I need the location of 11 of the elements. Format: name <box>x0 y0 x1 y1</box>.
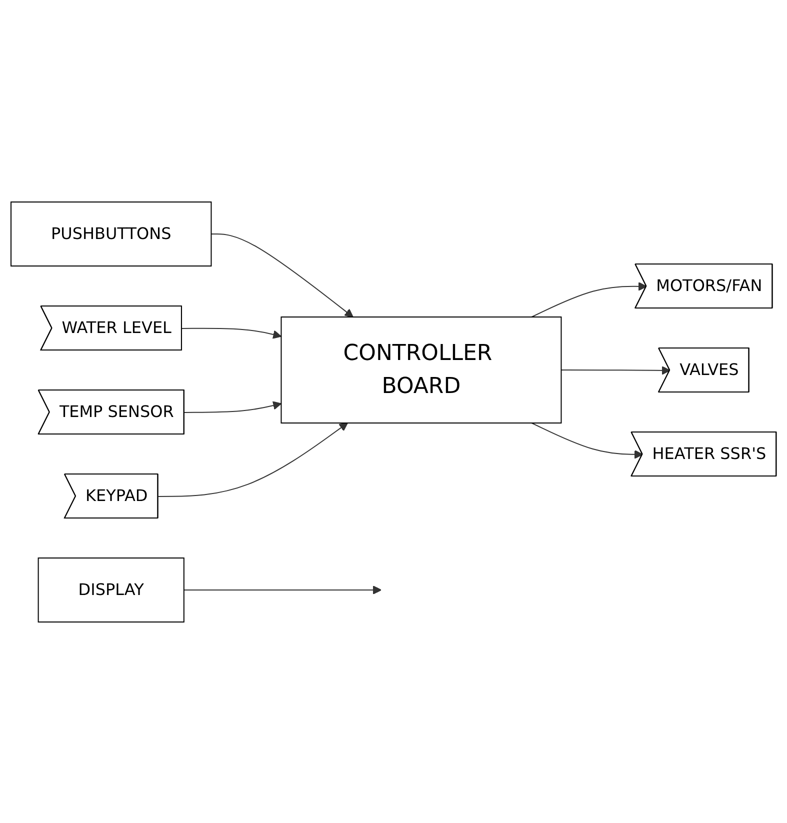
arrow <box>531 422 644 458</box>
arrow <box>158 422 348 496</box>
arrow <box>184 400 282 412</box>
node-box: PUSHBUTTONS <box>10 201 212 266</box>
arrow <box>181 327 282 338</box>
node-box: DISPLAY <box>38 557 184 622</box>
arrow <box>560 366 670 374</box>
arrow <box>210 233 354 317</box>
arrow <box>531 282 647 317</box>
node-box: CONTROLLER BOARD <box>280 316 562 423</box>
arrow <box>183 585 382 594</box>
